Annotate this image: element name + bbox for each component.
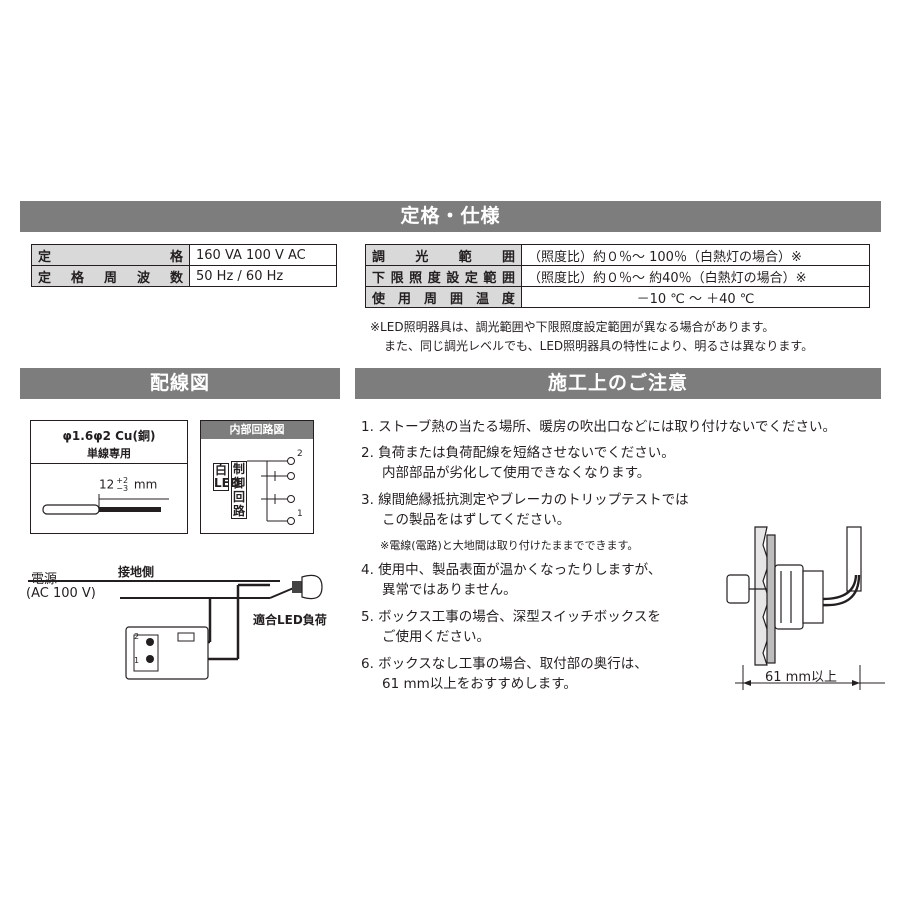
label-char: 温 xyxy=(475,291,489,307)
caution-item-2-sub: 内部部品が劣化して使用できなくなります。 xyxy=(382,465,651,481)
wiring-title-bar: 配線図 xyxy=(20,368,340,399)
spec-temperature-label: 使用周囲温度 xyxy=(372,288,515,307)
label-char: 用 xyxy=(397,291,411,307)
label-char: 定 xyxy=(38,249,52,265)
caution-item-2: 2. 負荷または負荷配線を短絡させないでください。 内部部品が劣化して使用できな… xyxy=(361,445,675,481)
led-bulb xyxy=(292,574,323,600)
table-row: 使用周囲温度 －10 ℃ ～ ＋40 ℃ xyxy=(365,286,870,308)
label-char: 設 xyxy=(446,270,460,286)
wire-spec-text: φ1.6φ2 Cu(銅) xyxy=(62,429,156,443)
box-terminal-1: 1 xyxy=(134,656,140,665)
power-value: (AC 100 V) xyxy=(26,586,96,601)
caution-item-3-note: ※電線(電路)と大地間は取り付けたままでできます。 xyxy=(380,539,639,552)
connection-diagram xyxy=(28,574,323,680)
depth-label: 61 mm以上 xyxy=(765,670,838,685)
spec-dimming-range-label: 調光範囲 xyxy=(372,246,515,265)
label-char: 周 xyxy=(423,291,437,307)
spec-frequency-label: 定格周波数 xyxy=(38,267,183,286)
label-char: 囲 xyxy=(449,291,463,307)
wiring-title: 配線図 xyxy=(149,372,210,394)
internal-circuit-title: 内部回路図 xyxy=(229,423,285,436)
label-char: 下 xyxy=(372,270,386,286)
spec-note-1: ※LED照明器具は、調光範囲や下限照度設定範囲が異なる場合があります。 xyxy=(370,320,775,334)
label-char: 定 xyxy=(464,270,478,286)
spec-temperature-value: －10 ℃ ～ ＋40 ℃ xyxy=(521,286,870,308)
control-circuit-label: 制御回路 xyxy=(231,461,247,519)
label-char: 格 xyxy=(70,270,84,286)
caution-item-1: 1. ストーブ熱の当たる場所、暖房の吹出口などには取り付けないでください。 xyxy=(361,419,836,435)
wire-spec-divider xyxy=(31,463,187,464)
label-char: 範 xyxy=(458,249,472,265)
terminal-2-label: 2 xyxy=(297,449,303,459)
spec-frequency-value: 50 Hz / 60 Hz xyxy=(189,265,337,287)
label-char: 範 xyxy=(483,270,497,286)
led-load-label: 適合LED負荷 xyxy=(253,613,327,627)
caution-item-6: 6. ボックスなし工事の場合、取付部の奥行は、 61 mm以上をおすすめします。 xyxy=(361,656,648,692)
caution-item-5-sub: ご使用ください。 xyxy=(382,629,490,645)
label-char: 使 xyxy=(372,291,386,307)
caution-item-3-sub: この製品をはずしてください。 xyxy=(382,512,571,528)
caution-item-4: 4. 使用中、製品表面が温かくなったりしますが、 異常ではありません。 xyxy=(361,562,662,598)
stripped-wire-diagram xyxy=(42,494,169,515)
label-char: 限 xyxy=(390,270,404,286)
label-char: 数 xyxy=(169,270,183,286)
caution-title: 施工上のご注意 xyxy=(547,372,688,394)
internal-circuit-diagram xyxy=(247,457,295,525)
terminal-1-label: 1 xyxy=(297,509,303,519)
label-char: 周 xyxy=(103,270,117,286)
ground-side-label: 接地側 xyxy=(118,565,155,579)
table-row: 下限照度設定範囲 （照度比）約０％～ 約40％（白熱灯の場合）※ xyxy=(365,265,870,287)
power-label: 電源 xyxy=(31,572,58,587)
label-char: 調 xyxy=(372,249,386,265)
label-char: 度 xyxy=(501,291,515,307)
caution-title-bar: 施工上のご注意 xyxy=(355,368,881,399)
spec-dimming-range-value: （照度比）約０％～ 100％（白熱灯の場合）※ xyxy=(521,244,870,266)
table-row: 定 格 周 波 数 50 Hz / 60 Hz xyxy=(31,265,337,287)
wire-type-text: 単線専用 xyxy=(87,447,131,460)
spec-title-bar: 定格・仕様 xyxy=(20,201,881,232)
installation-depth-diagram xyxy=(726,526,885,690)
label-char: 光 xyxy=(415,249,429,265)
label-char: 囲 xyxy=(501,249,515,265)
spec-lower-limit-label: 下限照度設定範囲 xyxy=(372,267,515,286)
caution-item-5: 5. ボックス工事の場合、深型スイッチボックスを ご使用ください。 xyxy=(361,609,661,645)
label-char: 囲 xyxy=(501,270,515,286)
table-row: 調 光 範 囲 （照度比）約０％～ 100％（白熱灯の場合）※ xyxy=(365,244,870,266)
spec-rated-value: 160 VA 100 V AC xyxy=(189,244,337,266)
internal-circuit-box: 内部回路図 白LED 制御回路 2 1 xyxy=(200,420,314,534)
label-char: 定 xyxy=(38,270,52,286)
strip-length-label: 12+2−3 mm xyxy=(99,476,158,493)
label-char: 波 xyxy=(136,270,150,286)
caution-item-6-sub: 61 mm以上をおすすめします。 xyxy=(382,676,577,692)
label-char: 格 xyxy=(169,249,183,265)
spec-title: 定格・仕様 xyxy=(400,205,501,227)
box-terminal-2: 2 xyxy=(134,632,140,641)
spec-table-left: 定格 160 VA 100 V AC 定格周波数 50 Hz / 60 Hz xyxy=(31,244,337,287)
switch-box xyxy=(125,626,209,680)
table-row: 定格 160 VA 100 V AC xyxy=(31,244,337,266)
internal-circuit-title-bar: 内部回路図 xyxy=(201,421,313,439)
wire-spec-box: φ1.6φ2 Cu(銅) 単線専用 12+2−3 mm xyxy=(30,420,188,534)
spec-table-right: 調光範囲 （照度比）約０％～ 100％（白熱灯の場合）※ 下限照度設定範囲 （照… xyxy=(365,244,870,308)
spec-note-2: また、同じ調光レベルでも、LED照明器具の特性により、明るさは異なります。 xyxy=(384,339,814,353)
caution-item-3: 3. 線間絶縁抵抗測定やブレーカのトリップテストでは この製品をはずしてください… xyxy=(361,492,689,528)
label-char: 照 xyxy=(409,270,423,286)
spec-lower-limit-value: （照度比）約０％～ 約40％（白熱灯の場合）※ xyxy=(521,265,870,287)
spec-rated-label: 定格 xyxy=(38,246,183,265)
caution-item-4-sub: 異常ではありません。 xyxy=(382,582,517,598)
label-char: 度 xyxy=(427,270,441,286)
